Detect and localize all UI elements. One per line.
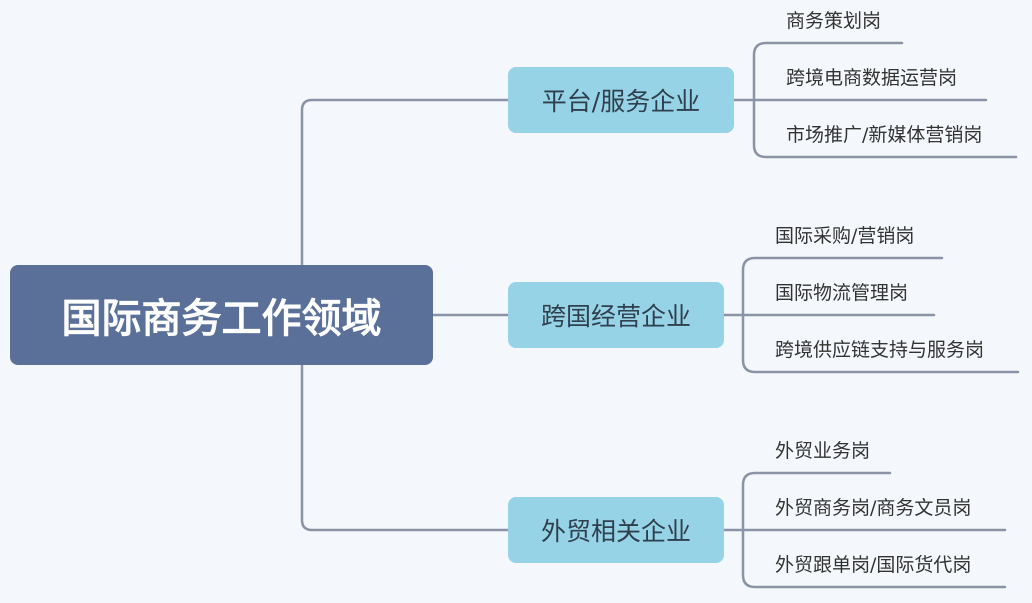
leaf-node[interactable]: 国际物流管理岗: [775, 282, 909, 304]
connector-root-branch-3: [300, 363, 510, 532]
branch-node-foreign-trade[interactable]: 外贸相关企业: [508, 497, 724, 563]
leaf-node[interactable]: 跨境电商数据运营岗: [786, 67, 958, 89]
branch-label: 平台/服务企业: [541, 87, 701, 116]
branch-label: 外贸相关企业: [540, 517, 691, 546]
leaf-node[interactable]: 跨境供应链支持与服务岗: [775, 339, 985, 361]
branch-node-multinational[interactable]: 跨国经营企业: [508, 282, 724, 348]
leaf-node[interactable]: 商务策划岗: [786, 10, 882, 32]
leaf-node[interactable]: 市场推广/新媒体营销岗: [786, 124, 983, 146]
branch-label: 跨国经营企业: [540, 302, 691, 331]
branch-node-platform-service[interactable]: 平台/服务企业: [508, 67, 734, 133]
leaf-node[interactable]: 外贸业务岗: [775, 440, 871, 462]
leaf-node[interactable]: 国际采购/营销岗: [775, 225, 915, 247]
root-label: 国际商务工作领域: [61, 296, 382, 342]
connector-root-branch-1: [300, 98, 510, 267]
root-node[interactable]: 国际商务工作领域: [10, 265, 433, 365]
leaf-node[interactable]: 外贸跟单岗/国际货代岗: [775, 554, 972, 576]
leaf-node[interactable]: 外贸商务岗/商务文员岗: [775, 497, 972, 519]
